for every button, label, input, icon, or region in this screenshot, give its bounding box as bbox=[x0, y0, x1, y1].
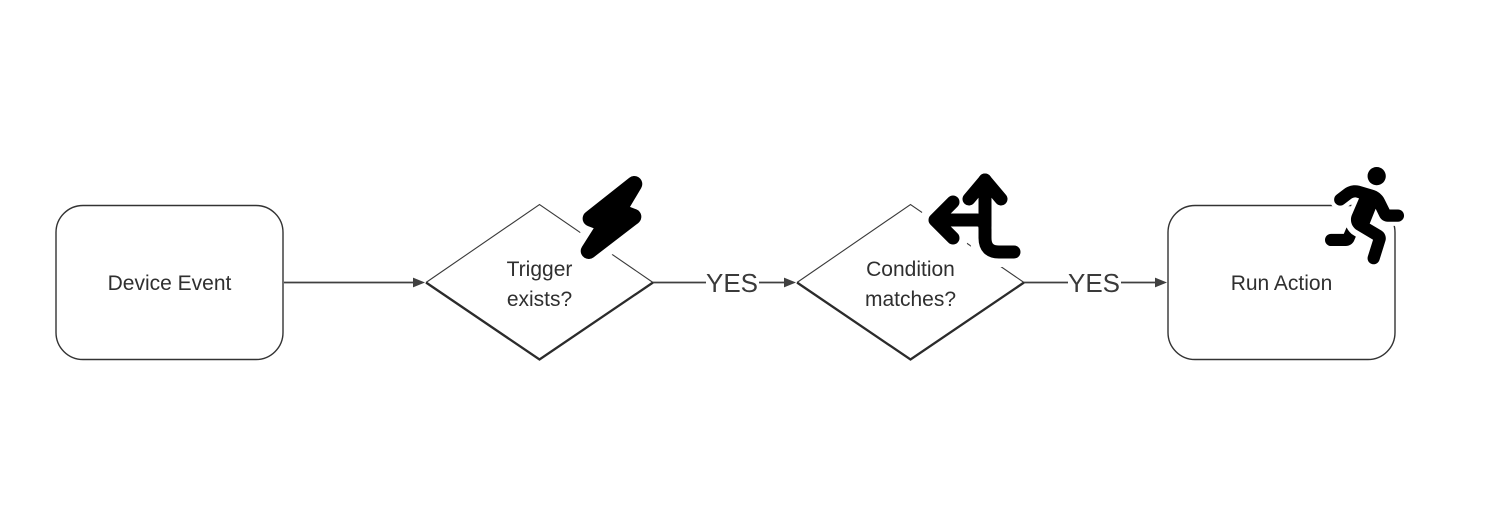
edge-label-yes: YES bbox=[1068, 268, 1120, 298]
split-arrows-glyph bbox=[928, 173, 1021, 259]
trigger-exists-label-line2: exists? bbox=[507, 288, 572, 311]
lightning-bolt-glyph bbox=[580, 176, 643, 259]
lightning-bolt-icon bbox=[571, 167, 652, 268]
arrowhead-icon bbox=[1155, 277, 1167, 288]
running-person-icon bbox=[1320, 162, 1409, 269]
condition-matches-label-line2: matches? bbox=[865, 288, 956, 311]
edge-condition-to-action: YES bbox=[1024, 268, 1167, 298]
arrowhead-icon bbox=[784, 277, 796, 288]
running-person-glyph bbox=[1325, 167, 1405, 265]
device-event-shape bbox=[55, 204, 284, 361]
condition-matches-label-line1: Condition bbox=[866, 258, 955, 281]
edge-label-yes: YES bbox=[706, 268, 758, 298]
arrowhead-icon bbox=[413, 277, 425, 288]
run-action-label: Run Action bbox=[1231, 272, 1333, 295]
node-trigger-exists: Trigger exists? bbox=[425, 203, 654, 361]
diamond-bottom-edges bbox=[425, 281, 654, 361]
node-condition-matches: Condition matches? bbox=[796, 203, 1025, 361]
diamond-bottom-edges bbox=[796, 281, 1025, 361]
split-arrows-icon bbox=[920, 165, 1029, 267]
node-device-event: Device Event bbox=[55, 204, 284, 361]
trigger-exists-label-line1: Trigger bbox=[507, 258, 573, 281]
device-event-label: Device Event bbox=[108, 272, 232, 295]
diamond-top-edges bbox=[425, 203, 654, 283]
edge-device-to-trigger bbox=[284, 277, 425, 288]
edge-trigger-to-condition: YES bbox=[653, 268, 796, 298]
